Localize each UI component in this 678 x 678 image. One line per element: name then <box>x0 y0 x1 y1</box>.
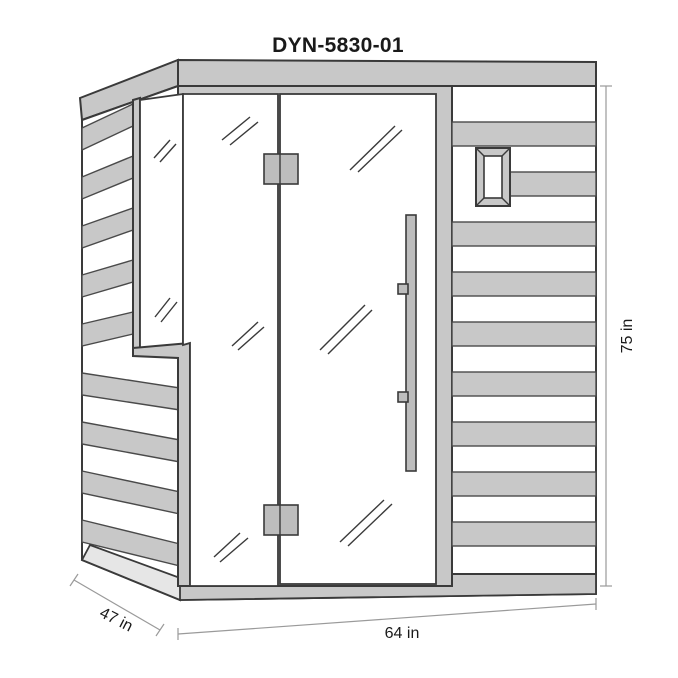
right-wall-slat <box>451 271 597 297</box>
right-wall-slat <box>451 221 597 247</box>
control-panel[interactable] <box>475 147 511 207</box>
right-wall-slat <box>451 421 597 447</box>
dimension-width-label: 64 in <box>385 625 420 642</box>
right-wall <box>451 85 597 575</box>
right-wall-slat <box>451 321 597 347</box>
model-title: DYN-5830-01 <box>272 34 404 57</box>
right-wall-slats <box>451 121 597 547</box>
right-wall-slat <box>451 371 597 397</box>
right-wall-slat <box>451 121 597 147</box>
door-hinges <box>263 153 299 536</box>
right-wall-slat <box>451 521 597 547</box>
glass-reflections <box>153 116 403 563</box>
right-wall-slat <box>451 471 597 497</box>
hinge-top <box>263 153 299 185</box>
dimension-lines <box>69 85 612 640</box>
hinge-bottom <box>263 504 299 536</box>
door-handle[interactable] <box>397 214 417 472</box>
dimension-depth-label: 47 in <box>97 605 136 636</box>
glass-doors <box>182 93 437 587</box>
glass-panel-left <box>182 93 279 587</box>
dimension-height-label: 75 in <box>619 319 636 354</box>
right-wall-slat <box>509 171 597 197</box>
